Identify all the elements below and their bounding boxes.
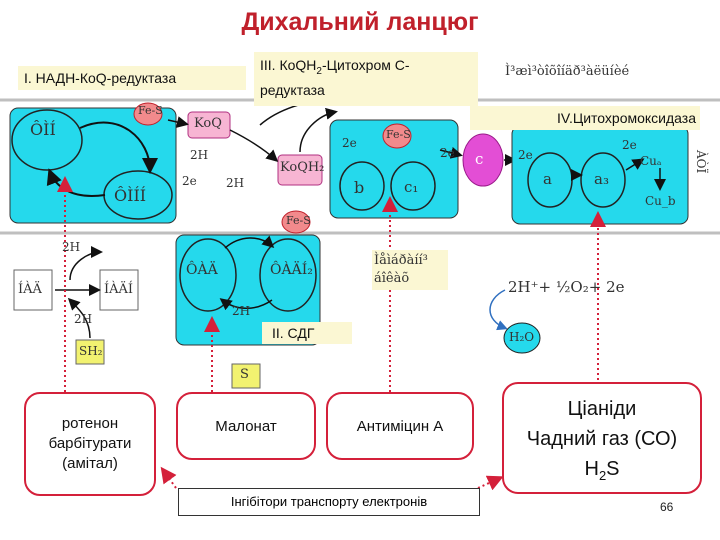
koqh-label: KoQH₂ [280,160,325,175]
malonate-box: Малонат [176,392,316,460]
inhibitors-caption: Інгібітори транспорту електронів [178,488,480,516]
two-e-label-5: 2e [518,148,533,162]
cu-a-label: Cuₐ [640,154,662,168]
nad-box [13,269,53,311]
cyt-b-ellipse [339,161,385,211]
cyanide-line-1: Ціаніди [567,398,637,420]
cyt-c1-ellipse [390,161,436,211]
caption-link-right [477,475,504,491]
fes-label-3: Fe-S [386,128,411,141]
right-vertical-label: ÀÒÏ [694,150,708,174]
cyt-c-arrow-in [439,146,463,159]
membrane-right-garbled-label: Ìåìáðàíí³ áîêàõ [372,250,448,290]
s-label: S [240,367,249,382]
reaction-label: 2H⁺+ ½O₂+ 2e [508,278,625,296]
h2o-label: H₂O [509,330,535,344]
nadh-label: ÍÀÄÍ [104,282,134,297]
two-e-label-1: 2e [182,174,197,188]
sh2-arrow [67,297,91,339]
cyanide-line-2: Чадний газ (СО) [526,428,678,450]
h2s-sub: 2 [598,468,607,483]
fmnh-label: ÔÌÍÍ [114,186,147,205]
nad-label: ÍÀÄ [18,282,42,297]
cu-b-label: Cu_b [645,194,676,208]
o2-arrow [489,289,508,331]
cyt-c-label: c [475,150,484,168]
h2s-h: H [584,458,599,480]
complex-4-label: IV.Цитохромоксидаза [470,106,700,130]
koq-arrow-2 [229,129,279,163]
h2o-ellipse [503,322,541,354]
cyanide-box: Ціаніди Чадний газ (СО) H2S [502,382,702,494]
page-title: Дихальний ланцюг [241,8,479,36]
cyt-a-label: a [543,170,552,188]
antimycin-text: Антиміцин А [356,418,444,435]
page-number: 66 [660,500,674,514]
fes-label-1: Fe-S [138,104,163,117]
complex-3-label-sub: 2 [316,65,322,77]
complex-3-label: III. КоQH2-Цитохром С-редуктаза [254,52,478,106]
koqh-arrow-up [299,107,338,153]
fes-ellipse-3 [382,123,412,149]
cyt-c-ellipse [462,133,504,187]
two-h-label-5: 2H [74,312,93,326]
cyt-b-label: b [354,178,365,197]
koq-label: KoQ [194,116,222,131]
two-h-label-1: 2H [190,148,209,162]
complex4-arrow-2 [625,158,645,171]
h2s-s: S [606,458,620,480]
nadh-box [99,269,139,311]
koq-arrow-1 [167,116,189,128]
cyanide-line-3: H2S [504,454,700,491]
fadh-ellipse [259,238,317,312]
sh2-label: SH₂ [79,344,103,358]
fadh-label: ÔÀÄÍ₂ [270,262,313,278]
two-h-label-2: 2H [226,176,245,190]
sh2-box [75,339,105,365]
nad-arrow-up [69,246,103,281]
cyt-a3-label: a₃ [594,170,609,188]
complex-1-label: I. НАДН-КоQ-редуктаза [18,66,246,90]
two-e-label-6: 2e [622,138,637,152]
two-h-label-3: 2H [232,304,251,318]
fad-ellipse [179,238,237,312]
top-right-garbled-label: Ì³æì³òîõîíäð³àëüíèé [505,64,630,79]
cyt-c1-label: c₁ [404,178,419,196]
two-e-label-3: 2e [342,136,357,150]
fmn-ellipse [11,109,83,171]
two-e-label-4: 2e [440,146,455,160]
fes-ellipse-1 [133,102,163,126]
complex-2-label: II. СДГ [262,322,352,344]
fad-cycle-arrow-2 [219,298,273,311]
complex-3-label-part1: III. КоQH [260,57,317,73]
complex-3-label-part2: -Цитохром С-редуктаза [260,57,410,98]
fad-label: ÔÀÄ [186,262,218,278]
two-h-label-4: 2H [62,240,81,254]
s-box [231,363,261,389]
koqh-box [277,154,323,186]
fad-cycle-arrow [224,235,275,249]
fes-ellipse-2 [281,210,311,234]
malonate-text: Малонат [215,418,277,435]
rotenone-text: ротенон барбітурати (амітал) [48,415,132,472]
caption-link-left [160,466,177,489]
fmn-cycle-arrow-top [79,121,158,174]
fmn-label: ÔÌÍ [30,120,56,139]
fes-label-2: Fe-S [286,214,311,227]
antimycin-box: Антиміцин А [326,392,474,460]
rotenone-box: ротенон барбітурати (амітал) [24,392,156,496]
